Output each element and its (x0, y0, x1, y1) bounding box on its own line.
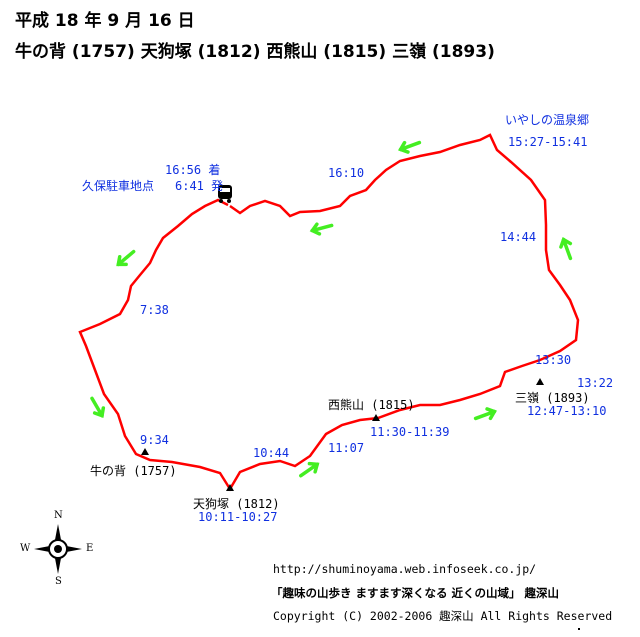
time-934: 9:34 (140, 433, 169, 447)
compass-s: S (55, 576, 62, 587)
time-1610: 16:10 (328, 166, 365, 180)
time-arrive: 16:56 着 (165, 163, 221, 177)
label-onsen: いやしの温泉郷 (505, 113, 590, 127)
direction-arrows (90, 140, 573, 478)
time-1322: 13:22 (577, 376, 614, 390)
arrow-icon (90, 396, 106, 419)
arrow-icon (559, 237, 573, 261)
peaks-title: 牛の背 (1757) 天狗塚 (1812) 西熊山 (1815) 三嶺 (189… (15, 42, 495, 62)
time-onsen: 15:27-15:41 (508, 135, 588, 149)
footer-copyright: Copyright (C) 2002-2006 趣深山 All Rights R… (273, 609, 613, 623)
summit-markers (141, 378, 544, 491)
time-nishikuma: 11:30-11:39 (370, 425, 450, 439)
footer-slogan: 「趣味の山歩き ますます深くなる 近くの山域」 趣深山 (271, 586, 560, 600)
compass-e: E (86, 543, 94, 554)
time-1444: 14:44 (500, 230, 537, 244)
arrow-icon (473, 407, 497, 421)
time-tengutsuka: 10:11-10:27 (198, 510, 278, 524)
time-738: 7:38 (140, 303, 169, 317)
time-sanrei: 12:47-13:10 (527, 404, 607, 418)
arrow-icon (299, 461, 320, 478)
footer-url[interactable]: http://shuminoyama.web.infoseek.co.jp/ (273, 562, 537, 576)
summit-sanrei (536, 378, 544, 385)
label-tengutsuka: 天狗塚 (1812) (193, 497, 280, 511)
summit-nishikuma (372, 414, 380, 421)
time-1044: 10:44 (253, 446, 290, 460)
car-icon (218, 185, 232, 203)
arrow-icon (309, 222, 334, 236)
compass-n: N (54, 510, 63, 521)
hiking-route (78, 133, 580, 492)
arrow-icon (398, 140, 422, 154)
time-1330: 13:30 (535, 353, 572, 367)
label-ushinose: 牛の背 (1757) (90, 464, 177, 478)
compass-w: W (20, 543, 31, 554)
summit-tengutsuka (226, 484, 234, 491)
label-sanrei: 三嶺 (1893) (515, 391, 590, 405)
label-parking: 久保駐車地点 (82, 179, 155, 193)
summit-ushinose (141, 448, 149, 455)
time-1107: 11:07 (328, 441, 365, 455)
arrow-icon (116, 249, 136, 267)
date-title: 平成 18 年 9 月 16 日 (15, 11, 195, 31)
label-nishikuma: 西熊山 (1815) (328, 398, 415, 412)
time-depart: 6:41 発 (175, 179, 224, 193)
compass-icon (34, 524, 82, 574)
